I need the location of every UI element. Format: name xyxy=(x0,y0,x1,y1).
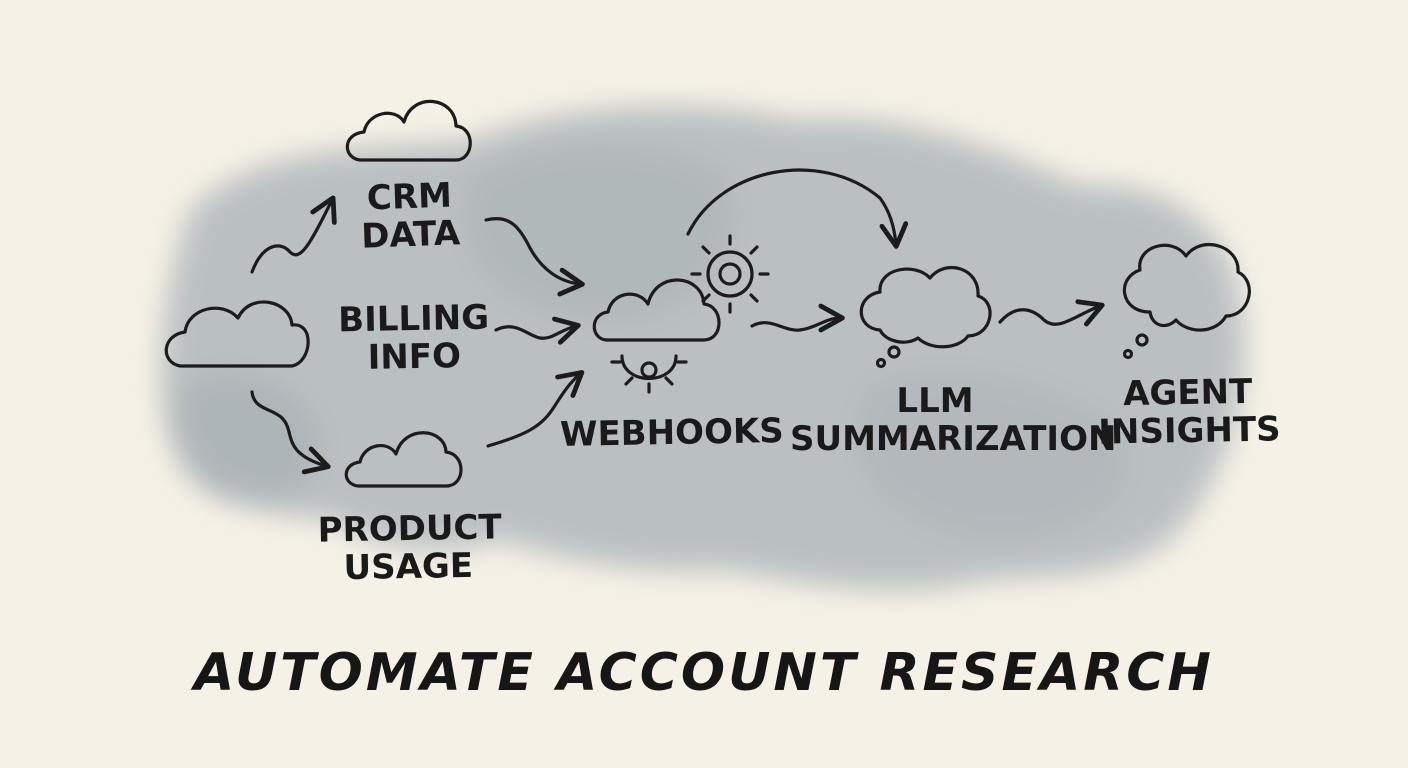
crm-data-label-line-1: CRM xyxy=(366,175,453,219)
llm-thought-bubble-large xyxy=(887,345,901,359)
crm-cloud-icon xyxy=(345,99,472,162)
arrow-llm-to-agent xyxy=(998,299,1105,327)
agent-thought-bubble-large xyxy=(1135,333,1149,347)
arrow-source-to-product xyxy=(250,390,331,475)
billing-info-label: BILLING INFO xyxy=(333,297,494,378)
product-usage-label-line-1: PRODUCT xyxy=(317,507,502,551)
product-cloud-icon xyxy=(344,431,463,488)
watercolor-wash xyxy=(160,106,1245,591)
small-gear-icon xyxy=(610,354,688,394)
arrow-billing-to-webhooks xyxy=(494,316,581,345)
webhooks-cloud-icon xyxy=(592,278,721,342)
source-cloud-icon xyxy=(164,300,310,368)
arrow-crm-to-webhooks xyxy=(484,217,585,297)
webhooks-label: WEBHOOKS xyxy=(559,411,785,455)
llm-thought-cloud-icon xyxy=(859,266,992,349)
billing-info-label-line-2: INFO xyxy=(367,336,462,378)
arrow-webhooks-to-llm xyxy=(750,303,845,333)
crm-data-label: CRM DATA xyxy=(349,175,472,257)
llm-summarization-label: LLM SUMMARIZATION xyxy=(790,381,1117,459)
arrow-source-to-crm xyxy=(250,195,337,274)
product-usage-label: PRODUCT USAGE xyxy=(317,507,502,589)
product-usage-label-line-2: USAGE xyxy=(343,545,474,589)
agent-thought-bubble-small xyxy=(1122,348,1134,360)
arrow-webhooks-arc-to-llm xyxy=(686,168,909,249)
diagram-title: AUTOMATE ACCOUNT RESEARCH xyxy=(194,643,1214,703)
agent-thought-cloud-icon xyxy=(1122,243,1251,332)
arrow-product-to-webhooks xyxy=(486,370,585,448)
agent-insights-label-line-1: AGENT xyxy=(1122,371,1253,415)
llm-thought-bubble-small xyxy=(875,357,887,369)
crm-data-label-line-2: DATA xyxy=(360,213,461,257)
agent-insights-label: AGENT INSIGHTS xyxy=(1097,371,1281,453)
agent-insights-label-line-2: INSIGHTS xyxy=(1097,409,1281,453)
llm-summarization-label-line-1: LLM xyxy=(896,381,974,421)
gear-icon xyxy=(690,234,770,314)
llm-summarization-label-line-2: SUMMARIZATION xyxy=(790,419,1117,459)
billing-info-label-line-1: BILLING xyxy=(337,297,490,341)
